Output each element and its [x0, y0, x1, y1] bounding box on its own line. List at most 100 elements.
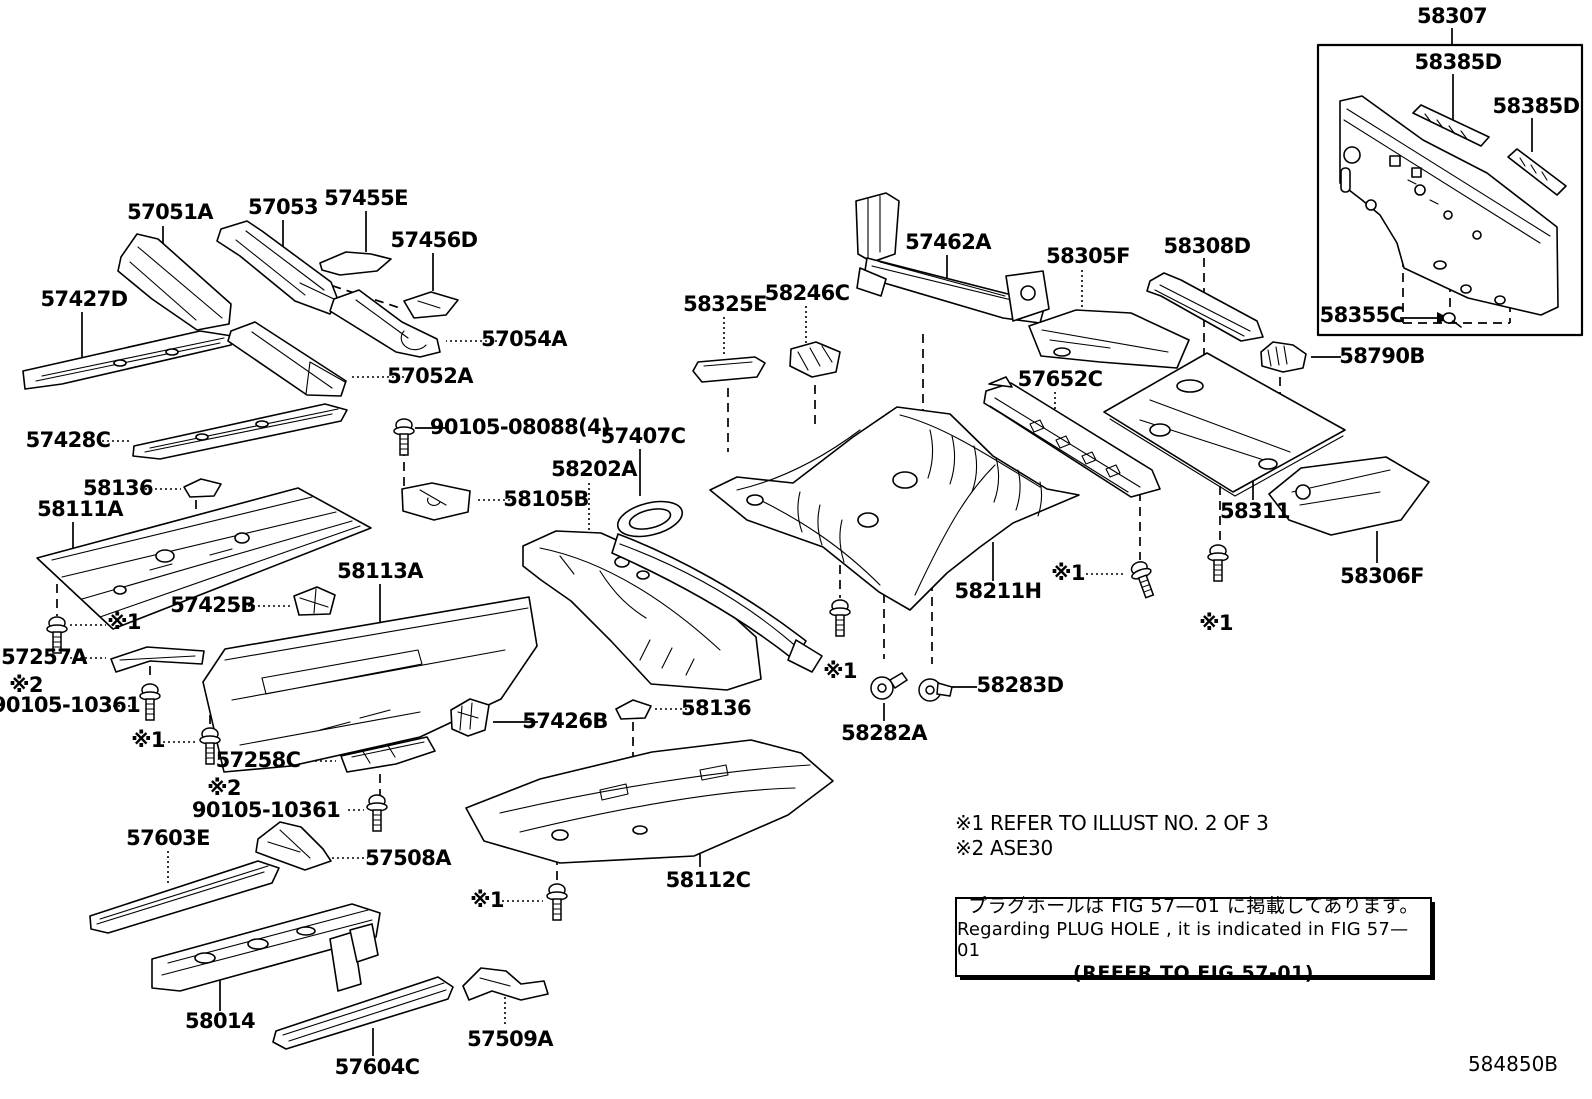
- diagram-code: 584850B: [1467, 1052, 1559, 1076]
- part-label-58111A: 58111A: [37, 497, 123, 522]
- part-label-58325E: 58325E: [683, 292, 767, 317]
- part-label-1: ※1: [1199, 611, 1233, 636]
- part-label-57428C: 57428C: [25, 428, 111, 453]
- bolt-icon: [139, 683, 161, 721]
- part-label-57462A: 57462A: [905, 230, 991, 255]
- part-57508A: [255, 821, 332, 871]
- clip-icon-58282A: [870, 672, 909, 700]
- plug-58355C-icon: [1442, 312, 1462, 328]
- bolt-icon: [546, 883, 568, 921]
- part-label-57652C: 57652C: [1017, 367, 1103, 392]
- part-label-58202A: 58202A: [551, 457, 637, 482]
- bolt-icon: [393, 418, 415, 456]
- part-label-58311: 58311: [1219, 499, 1291, 524]
- footnote-2: ※2 ASE30: [955, 836, 1053, 860]
- part-58306F: [1268, 456, 1430, 536]
- part-58325E: [692, 356, 766, 383]
- part-58307-frame: [1316, 43, 1584, 337]
- part-label-57509A: 57509A: [467, 1027, 553, 1052]
- part-57257A: [110, 646, 205, 673]
- part-label-57603E: 57603E: [126, 826, 210, 851]
- part-label-58211H: 58211H: [954, 579, 1042, 604]
- part-58202A: [522, 530, 762, 691]
- leader-lines-dotted: [70, 270, 1125, 1025]
- part-label-1: ※1: [131, 728, 165, 753]
- part-label-58385D: 58385D: [1414, 50, 1503, 75]
- part-label-58385D: 58385D: [1492, 94, 1581, 119]
- part-label-57425B: 57425B: [170, 593, 256, 618]
- part-label-58282A: 58282A: [841, 721, 927, 746]
- footnote-1: ※1 REFER TO ILLUST NO. 2 OF 3: [955, 811, 1269, 835]
- part-label-57427D: 57427D: [40, 287, 129, 312]
- part-label-1: ※1: [1051, 561, 1085, 586]
- part-label-57426B: 57426B: [522, 709, 608, 734]
- part-label-2: ※2: [207, 776, 241, 801]
- part-57509A: [462, 967, 549, 1001]
- part-label-58113A: 58113A: [337, 559, 423, 584]
- part-label-57407C: 57407C: [600, 424, 686, 449]
- part-58136-front: [183, 478, 222, 498]
- part-58305F: [1028, 309, 1190, 369]
- bolt-icon: [1207, 544, 1229, 582]
- part-58211H: [709, 406, 1080, 611]
- assembly-lines-dashed: [56, 243, 1511, 882]
- part-label-57258C: 57258C: [215, 748, 301, 773]
- part-57053: [216, 220, 339, 315]
- part-label-57604C: 57604C: [334, 1055, 420, 1080]
- part-label-2: ※2: [9, 673, 43, 698]
- part-57052A: [227, 321, 347, 397]
- part-label-58283D: 58283D: [976, 673, 1065, 698]
- part-58113A: [202, 596, 538, 773]
- part-57051A: [117, 233, 232, 331]
- part-label-58136: 58136: [82, 476, 154, 501]
- fasteners: [46, 418, 1229, 921]
- part-58111A: [36, 487, 372, 630]
- leader-lines-solid: [72, 28, 1533, 1056]
- part-label-57257A: 57257A: [1, 645, 87, 670]
- part-58790B: [1260, 341, 1307, 373]
- part-label-58105B: 58105B: [503, 487, 589, 512]
- part-label-1: ※1: [823, 659, 857, 684]
- clip-icon-58283D: [918, 678, 953, 702]
- part-label-57051A: 57051A: [127, 200, 213, 225]
- part-label-58136: 58136: [680, 696, 752, 721]
- part-57604C: [272, 976, 454, 1050]
- part-label-58246C: 58246C: [764, 281, 850, 306]
- part-label-58014: 58014: [184, 1009, 256, 1034]
- part-label-1: ※1: [107, 610, 141, 635]
- part-label-57054A: 57054A: [481, 327, 567, 352]
- bolt-icon: [366, 794, 388, 832]
- part-58311: [1103, 352, 1346, 497]
- part-57456D: [403, 291, 459, 319]
- part-57455E: [319, 251, 392, 276]
- part-57652C: [983, 376, 1161, 498]
- part-label-58308D: 58308D: [1163, 234, 1252, 259]
- part-label-57052A: 57052A: [387, 364, 473, 389]
- part-58308D: [1146, 272, 1264, 342]
- part-label-58305F: 58305F: [1046, 244, 1130, 269]
- part-label-58306F: 58306F: [1340, 564, 1424, 589]
- part-57407C: [611, 500, 823, 673]
- part-58385D-upper: [1412, 104, 1490, 147]
- bolt-icon: [829, 599, 851, 637]
- plug-hole-note-box: プラグホールは FIG 57—01 に掲載してあります。 Regarding P…: [955, 895, 1432, 984]
- part-label-57508A: 57508A: [365, 846, 451, 871]
- part-label-9010510361: 90105-10361: [0, 693, 141, 718]
- part-58105B: [401, 482, 471, 521]
- part-58246C: [789, 341, 841, 378]
- part-label-58790B: 58790B: [1339, 344, 1425, 369]
- part-57603E: [89, 860, 280, 934]
- part-label-58112C: 58112C: [665, 868, 751, 893]
- part-label-9010510361: 90105-10361: [191, 798, 341, 823]
- part-label-57455E: 57455E: [324, 186, 408, 211]
- part-57054A: [329, 289, 441, 358]
- part-57462A: [855, 192, 1050, 324]
- part-label-58355C: 58355C: [1319, 303, 1405, 328]
- part-label-58307: 58307: [1416, 4, 1488, 29]
- part-label-1: ※1: [470, 888, 504, 913]
- part-57258C: [340, 736, 436, 773]
- part-57426B: [450, 698, 490, 737]
- note-line-refer: (REFER TO FIG 57-01): [1073, 961, 1314, 984]
